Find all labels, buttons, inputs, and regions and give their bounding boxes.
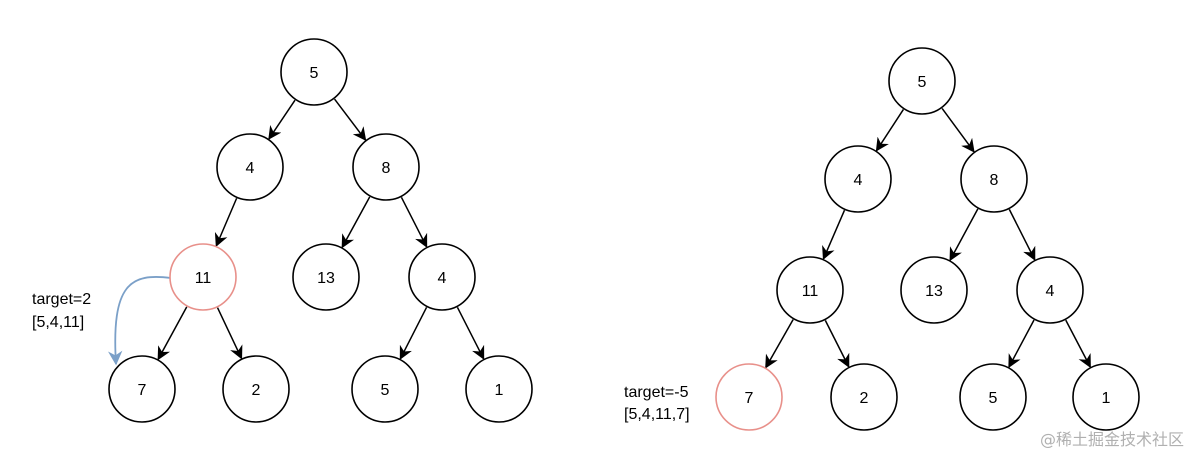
left-node-label-e: 13 bbox=[317, 270, 335, 287]
right-edge-a-c bbox=[941, 107, 975, 153]
left-node-circle-b bbox=[216, 133, 284, 201]
right-edge-b-d bbox=[822, 209, 846, 261]
left-edge-c-e bbox=[341, 196, 371, 249]
left-highlight-curve-arrow bbox=[108, 276, 172, 366]
right-node-circle-b bbox=[824, 145, 892, 213]
right-tree-node-j: 1 bbox=[1072, 363, 1140, 431]
left-node-label-a: 5 bbox=[310, 65, 319, 82]
left-node-label-g: 7 bbox=[138, 382, 147, 399]
right-node-label-g: 7 bbox=[745, 390, 754, 407]
left-edge-f-j bbox=[456, 306, 485, 360]
left-edge-f-i bbox=[399, 306, 428, 360]
left-node-label-h: 2 bbox=[252, 382, 261, 399]
left-node-circle-a bbox=[280, 38, 348, 106]
right-node-label-h: 2 bbox=[860, 390, 869, 407]
left-node-circle-i bbox=[351, 355, 419, 423]
left-tree-node-j: 1 bbox=[465, 355, 533, 423]
right-node-circle-g bbox=[715, 363, 783, 431]
left-tree-node-f: 4 bbox=[408, 243, 476, 311]
left-node-circle-g bbox=[108, 355, 176, 423]
left-tree-node-b: 4 bbox=[216, 133, 284, 201]
right-tree-node-e: 13 bbox=[900, 256, 968, 324]
right-node-label-a: 5 bbox=[918, 74, 927, 91]
tree-left: 5 4 8 11 13 4 7 2 5 1 bbox=[108, 38, 533, 423]
left-edge-d-g bbox=[157, 306, 188, 361]
left-node-circle-j bbox=[465, 355, 533, 423]
right-node-label-f: 4 bbox=[1046, 283, 1055, 300]
right-node-label-j: 1 bbox=[1102, 390, 1111, 407]
annotation-left-path: [5,4,11] bbox=[32, 314, 84, 331]
annotation-right-path: [5,4,11,7] bbox=[624, 406, 690, 423]
right-node-label-i: 5 bbox=[989, 390, 998, 407]
left-edge-d-h bbox=[216, 307, 243, 360]
right-node-circle-j bbox=[1072, 363, 1140, 431]
left-node-label-b: 4 bbox=[246, 160, 255, 177]
right-tree-node-f: 4 bbox=[1016, 256, 1084, 324]
right-tree-node-b: 4 bbox=[824, 145, 892, 213]
right-node-circle-f bbox=[1016, 256, 1084, 324]
left-node-circle-d bbox=[169, 243, 237, 311]
right-edge-c-f bbox=[1008, 209, 1036, 261]
left-edge-b-d bbox=[214, 197, 238, 247]
left-tree-node-g: 7 bbox=[108, 355, 176, 423]
right-node-circle-a bbox=[888, 47, 956, 115]
left-edge-a-c bbox=[333, 98, 367, 141]
right-node-label-d: 11 bbox=[802, 283, 819, 300]
right-node-label-e: 13 bbox=[925, 283, 943, 300]
right-node-circle-d bbox=[776, 256, 844, 324]
tree-right: 5 4 8 11 13 4 7 2 5 1 bbox=[715, 47, 1140, 431]
right-tree-node-a: 5 bbox=[888, 47, 956, 115]
right-node-label-c: 8 bbox=[990, 172, 999, 189]
annotation-right-target: target=-5 bbox=[624, 384, 689, 401]
left-node-circle-f bbox=[408, 243, 476, 311]
right-edge-f-i bbox=[1008, 319, 1035, 369]
right-edge-c-e bbox=[949, 208, 979, 262]
right-edge-f-j bbox=[1065, 319, 1091, 369]
right-tree-node-c: 8 bbox=[960, 145, 1028, 213]
right-node-circle-c bbox=[960, 145, 1028, 213]
right-node-label-b: 4 bbox=[854, 172, 863, 189]
right-tree-node-i: 5 bbox=[959, 363, 1027, 431]
left-tree-node-i: 5 bbox=[351, 355, 419, 423]
left-node-label-d: 11 bbox=[195, 270, 212, 287]
left-tree-node-h: 2 bbox=[222, 355, 290, 423]
right-edge-a-b bbox=[875, 109, 905, 152]
left-node-label-j: 1 bbox=[495, 382, 504, 399]
right-tree-node-h: 2 bbox=[830, 363, 898, 431]
left-node-circle-e bbox=[292, 243, 360, 311]
annotation-left-target: target=2 bbox=[32, 291, 91, 308]
left-node-circle-c bbox=[352, 133, 420, 201]
left-tree-node-e: 13 bbox=[292, 243, 360, 311]
right-edge-d-g bbox=[765, 319, 794, 369]
right-tree-node-d: 11 bbox=[776, 256, 844, 324]
right-node-circle-i bbox=[959, 363, 1027, 431]
right-edge-d-h bbox=[824, 320, 850, 368]
left-node-label-i: 5 bbox=[381, 382, 390, 399]
left-tree-node-a: 5 bbox=[280, 38, 348, 106]
left-node-label-f: 4 bbox=[438, 270, 447, 287]
left-node-circle-h bbox=[222, 355, 290, 423]
right-tree-node-g: 7 bbox=[715, 363, 783, 431]
left-edge-a-b bbox=[268, 99, 296, 140]
watermark: @稀土掘金技术社区 bbox=[1040, 430, 1184, 449]
left-edge-c-f bbox=[400, 196, 428, 248]
left-tree-node-d: 11 bbox=[169, 243, 237, 311]
right-node-circle-h bbox=[830, 363, 898, 431]
right-node-circle-e bbox=[900, 256, 968, 324]
left-node-label-c: 8 bbox=[382, 160, 391, 177]
left-tree-node-c: 8 bbox=[352, 133, 420, 201]
